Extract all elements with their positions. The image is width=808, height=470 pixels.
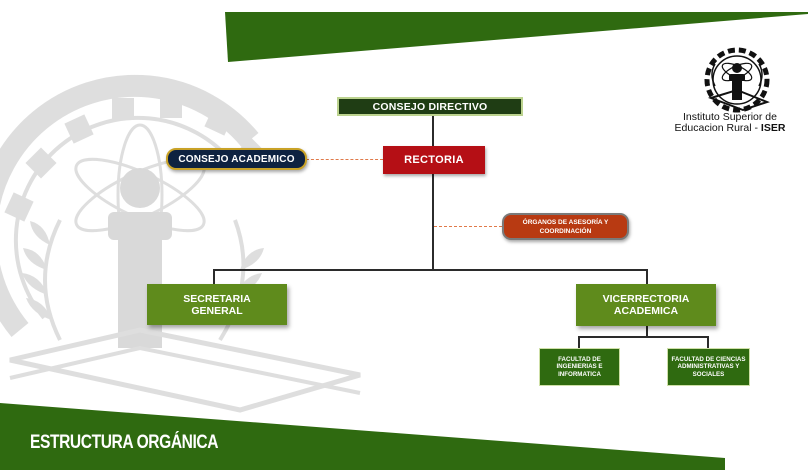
iser-logo-icon <box>704 47 770 113</box>
dashed-link-organos <box>434 226 502 227</box>
watermark-emblem <box>0 74 361 413</box>
connector-consejo-rectoria <box>432 115 434 146</box>
connector-horizontal-branch <box>213 269 647 271</box>
brand-caption: Instituto Superior de Educacion Rural - … <box>650 112 808 134</box>
connector-to-secretaria <box>213 269 215 285</box>
node-organos-asesoria: ÓRGANOS DE ASESORÍA Y COORDINACIÓN <box>502 213 629 240</box>
connector-vicerrectoria-down <box>646 326 648 336</box>
top-banner <box>225 12 808 62</box>
brand-acronym: ISER <box>760 122 786 134</box>
node-consejo-directivo: CONSEJO DIRECTIVO <box>337 97 523 116</box>
node-secretaria-general: SECRETARIA GENERAL <box>147 284 287 325</box>
bottom-banner <box>0 403 725 470</box>
node-rectoria: RECTORIA <box>383 146 485 174</box>
footer-title: ESTRUCTURA ORGÁNICA <box>30 432 219 453</box>
node-vicerrectoria-academica: VICERRECTORIA ACADEMICA <box>576 284 716 326</box>
connector-to-facultad-ingenierias <box>578 336 580 348</box>
connector-to-facultad-ciencias <box>707 336 709 348</box>
connector-to-vicerrectoria <box>646 269 648 284</box>
node-facultad-ciencias: FACULTAD DE CIENCIAS ADMINISTRATIVAS Y S… <box>667 348 750 386</box>
dashed-link-consejo-academico <box>306 159 383 160</box>
connector-faculties-branch <box>578 336 708 338</box>
brand-line-1: Instituto Superior de <box>683 111 777 123</box>
node-consejo-academico: CONSEJO ACADEMICO <box>166 148 307 170</box>
node-facultad-ingenierias: FACULTAD DE INGENIERIAS E INFORMATICA <box>539 348 620 386</box>
connector-rectoria-trunk <box>432 174 434 270</box>
brand-line-2: Educacion Rural - ISER <box>674 122 786 134</box>
